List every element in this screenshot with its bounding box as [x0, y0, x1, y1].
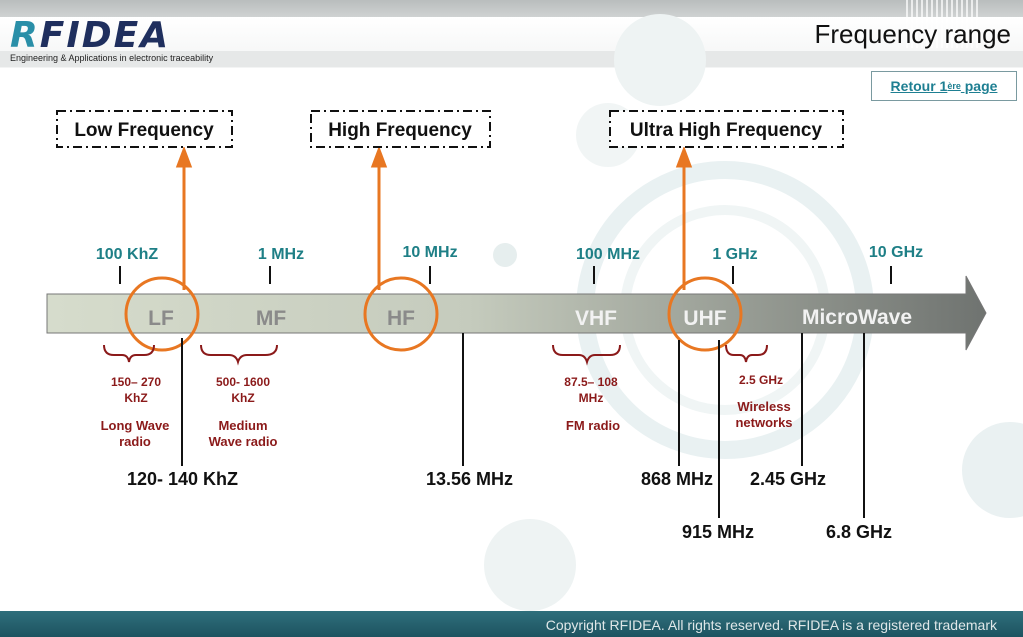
lf-highlight-circle	[124, 276, 200, 352]
wl-brace	[725, 344, 768, 363]
ultra-high-frequency-label: Ultra High Frequency	[630, 120, 823, 141]
back-link-text: Retour 1	[890, 78, 948, 94]
lw-brace	[103, 344, 155, 363]
footer: Copyright RFIDEA. All rights reserved. R…	[0, 611, 1023, 637]
uhf-highlight-circle	[667, 276, 743, 352]
wl-name-1: Wireless	[737, 399, 790, 414]
header-rule	[0, 51, 1023, 67]
scale-label-1ghz: 1 GHz	[712, 246, 757, 263]
page-title: Frequency range	[814, 19, 1011, 49]
mw-brace	[200, 344, 278, 366]
scale-label-1mhz: 1 MHz	[258, 246, 304, 263]
low-frequency-box	[56, 110, 233, 148]
rfid-245-label: 2.45 GHz	[750, 469, 826, 489]
mw-range-1: 500- 1600	[216, 375, 270, 389]
top-bar	[0, 0, 1023, 17]
hf-highlight-circle	[363, 276, 439, 352]
logo-tagline: Engineering & Applications in electronic…	[10, 53, 214, 63]
rfid-hf-label: 13.56 MHz	[426, 469, 513, 489]
fm-range-1: 87.5– 108	[564, 375, 618, 389]
rfid-lf-label: 120- 140 KhZ	[127, 469, 238, 489]
scale-ticks	[119, 266, 892, 284]
barcode-decoration	[906, 0, 978, 48]
back-link-superscript: ère	[947, 81, 961, 91]
wl-name-2: networks	[735, 415, 792, 430]
ultra-high-frequency-box	[609, 110, 844, 148]
lw-name-1: Long Wave	[101, 418, 170, 433]
band-microwave: MicroWave	[802, 306, 912, 329]
mw-range-2: KhZ	[231, 391, 254, 405]
spectrum-arrow	[46, 275, 987, 351]
high-frequency-box	[310, 110, 491, 148]
mw-name-1: Medium	[218, 418, 267, 433]
scale-label-100khz: 100 KhZ	[96, 246, 158, 263]
wl-range: 2.5 GHz	[739, 373, 783, 387]
rfidea-logo: RFIDEA	[10, 18, 170, 54]
scale-label-10mhz: 10 MHz	[402, 244, 457, 261]
scale-label-100mhz: 100 MHz	[576, 246, 640, 263]
rfid-68-label: 6.8 GHz	[826, 522, 892, 542]
band-vhf: VHF	[575, 307, 617, 330]
mw-name-2: Wave radio	[209, 434, 278, 449]
logo-letters: FIDEA	[39, 15, 171, 56]
rfid-915-label: 915 MHz	[682, 522, 754, 542]
lw-name-2: radio	[119, 434, 151, 449]
band-mf: MF	[256, 307, 286, 330]
lf-arrow-head	[175, 145, 193, 168]
hf-arrow-head	[370, 145, 388, 168]
band-lf: LF	[148, 307, 174, 330]
copyright-text: Copyright RFIDEA. All rights reserved. R…	[545, 617, 997, 633]
lw-range-2: KhZ	[124, 391, 147, 405]
fm-name: FM radio	[566, 418, 620, 433]
low-frequency-label: Low Frequency	[74, 120, 214, 141]
fm-range-2: MHz	[579, 391, 604, 405]
uhf-arrow-head	[675, 145, 693, 168]
lw-range-1: 150– 270	[111, 375, 161, 389]
high-frequency-label: High Frequency	[328, 120, 472, 141]
fm-brace	[552, 344, 621, 366]
scale-label-10ghz: 10 GHz	[869, 244, 923, 261]
band-hf: HF	[387, 307, 415, 330]
band-uhf: UHF	[683, 307, 726, 330]
logo-letter-r: R	[10, 15, 40, 56]
rfid-868-label: 868 MHz	[641, 469, 713, 489]
back-link-tail: page	[960, 78, 998, 94]
